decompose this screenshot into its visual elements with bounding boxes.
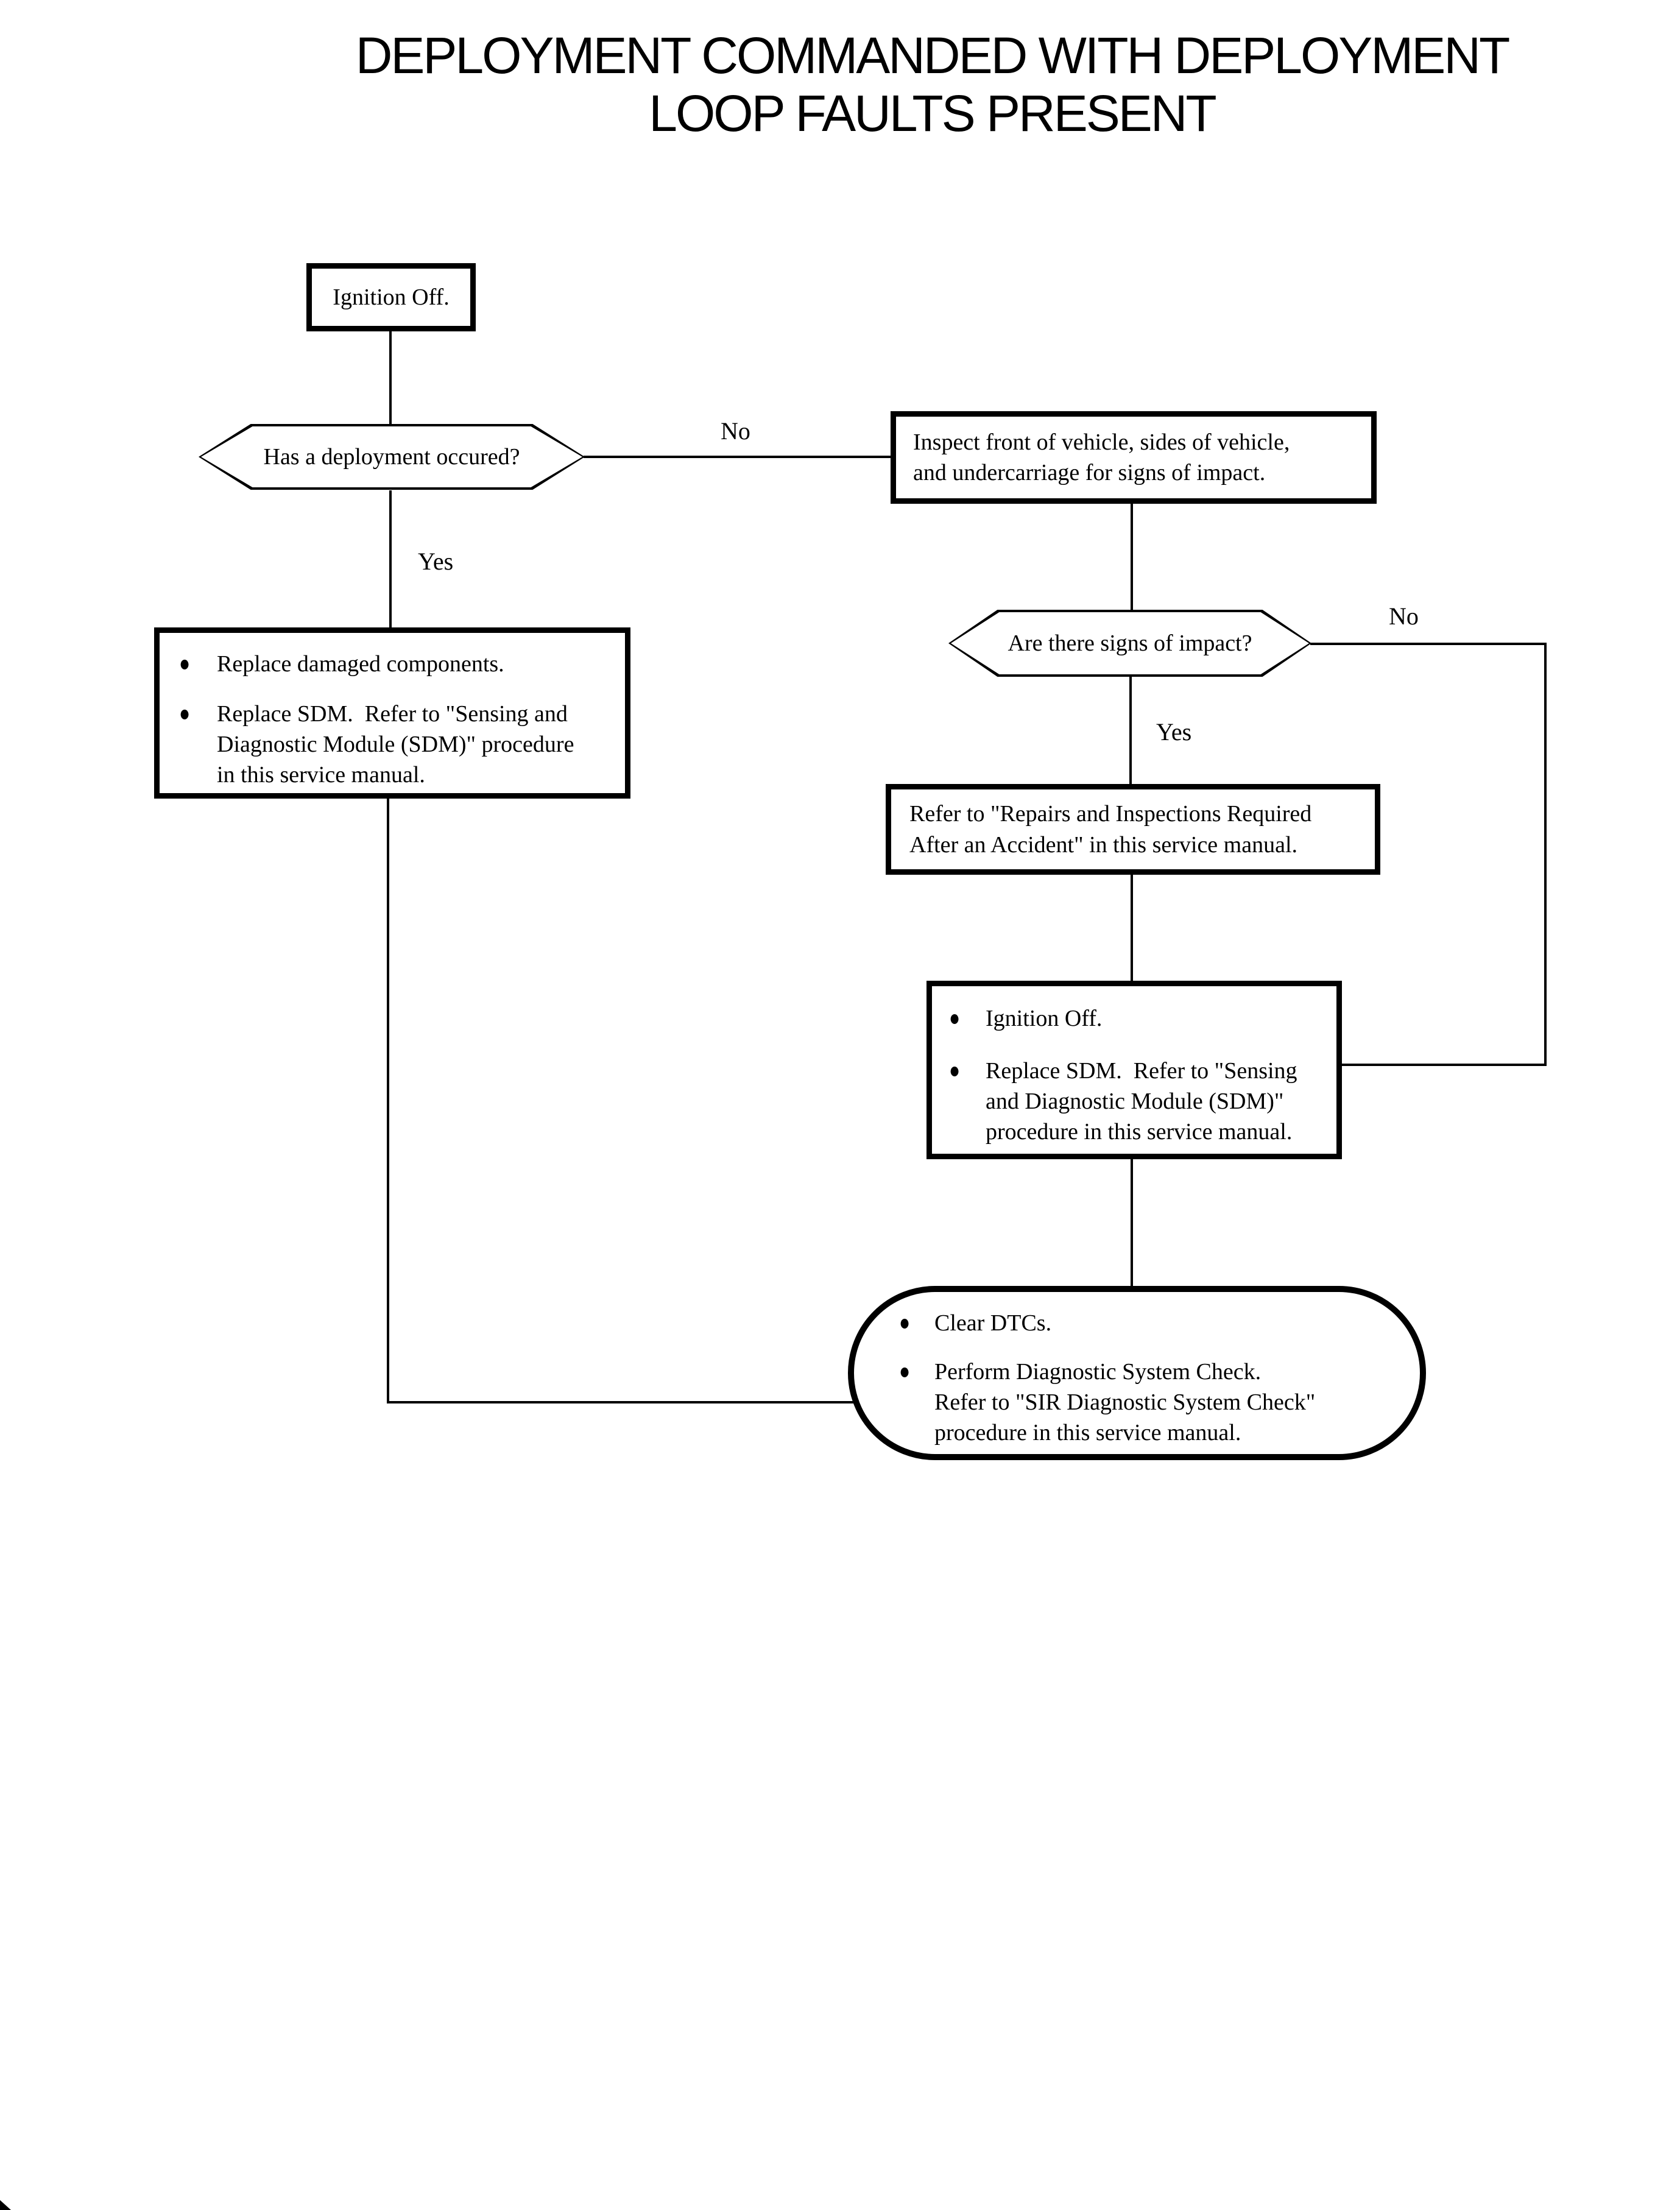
inspect-vehicle-text: Inspect front of vehicle, sides of vehic…	[913, 429, 1290, 485]
label-yes-deployment: Yes	[418, 548, 454, 575]
label-no-deployment: No	[721, 417, 750, 445]
replace-components-box: ● Replace damaged components. ● Replace …	[154, 627, 630, 799]
repairs-inspections-text: Refer to "Repairs and Inspections Requir…	[909, 801, 1312, 858]
bullet-item: ● Clear DTCs.	[899, 1308, 1414, 1338]
bullet-item: ● Replace SDM. Refer to "Sensing and Dia…	[949, 1056, 1330, 1147]
repairs-inspections-box: Refer to "Repairs and Inspections Requir…	[886, 784, 1380, 875]
bullet-icon: ●	[949, 1057, 961, 1084]
label-yes-impact: Yes	[1156, 718, 1192, 746]
bullet-icon: ●	[899, 1358, 911, 1385]
impact-question-text: Are there signs of impact?	[1008, 630, 1252, 656]
bullet-text: Perform Diagnostic System Check. Refer t…	[934, 1359, 1316, 1446]
bullet-text: Replace SDM. Refer to "Sensing and Diagn…	[986, 1058, 1297, 1145]
deployment-question-hexagon: Has a deployment occured?	[199, 424, 585, 490]
bullet-text: Ignition Off.	[986, 1006, 1103, 1031]
deployment-question-text: Has a deployment occured?	[263, 444, 520, 470]
page-title: DEPLOYMENT COMMANDED WITH DEPLOYMENT LOO…	[355, 27, 1511, 142]
start-box-text: Ignition Off.	[333, 284, 450, 310]
bullet-icon: ●	[179, 651, 191, 676]
ignition-replace-sdm-box: ● Ignition Off. ● Replace SDM. Refer to …	[926, 981, 1342, 1159]
bullet-item: ● Replace damaged components.	[179, 649, 613, 679]
bullet-icon: ●	[949, 1005, 961, 1031]
inspect-vehicle-box: Inspect front of vehicle, sides of vehic…	[891, 411, 1377, 504]
impact-question-hexagon: Are there signs of impact?	[948, 610, 1311, 677]
bullet-text: Clear DTCs.	[934, 1310, 1052, 1336]
start-box: Ignition Off.	[306, 263, 476, 331]
diagnostic-check-terminator: ● Clear DTCs. ● Perform Diagnostic Syste…	[848, 1286, 1426, 1460]
bullet-item: ● Replace SDM. Refer to "Sensing and Dia…	[179, 699, 613, 790]
bullet-item: ● Ignition Off.	[949, 1003, 1330, 1034]
bullet-item: ● Perform Diagnostic System Check. Refer…	[899, 1357, 1414, 1448]
bullet-icon: ●	[899, 1310, 911, 1335]
label-no-impact: No	[1389, 602, 1419, 630]
bullet-icon: ●	[179, 701, 191, 727]
bullet-text: Replace SDM. Refer to "Sensing and Diagn…	[217, 701, 574, 788]
bullet-text: Replace damaged components.	[217, 651, 504, 677]
